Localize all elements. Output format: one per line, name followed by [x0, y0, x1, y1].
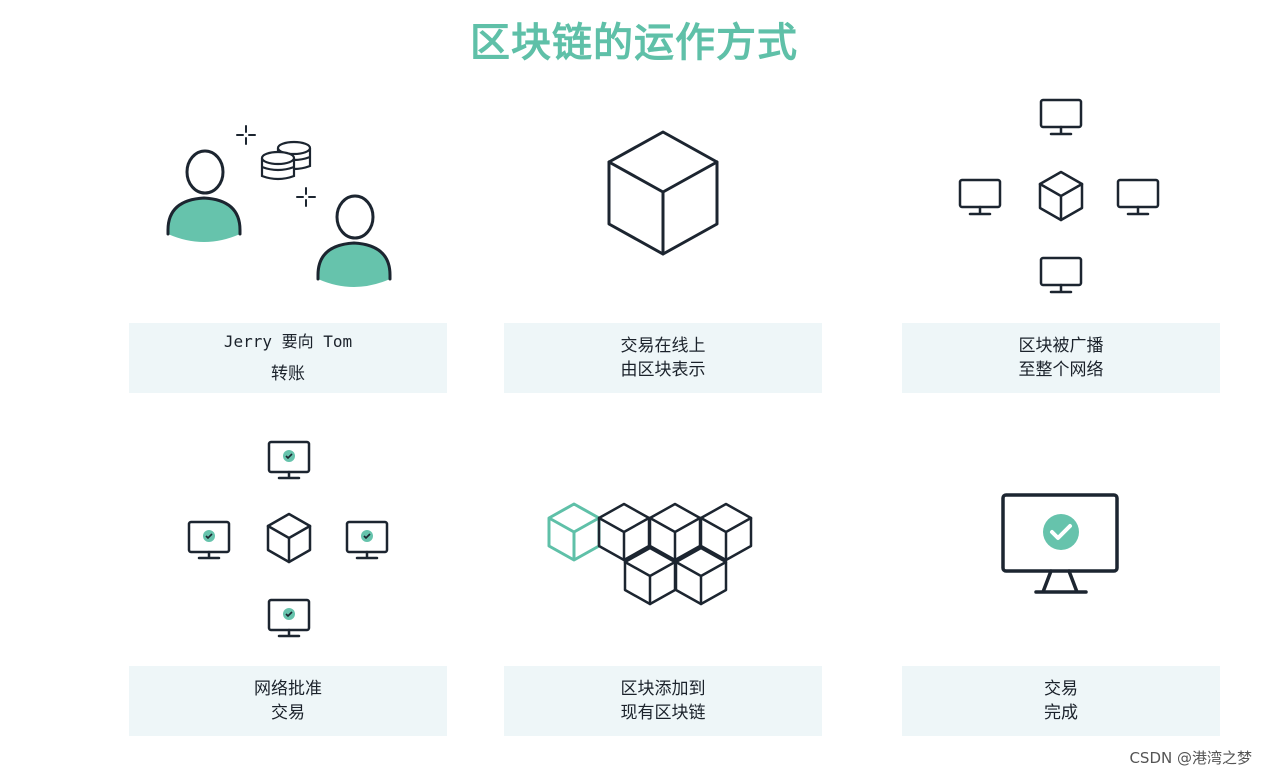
chain-blocks-icon — [547, 502, 753, 606]
block-cube-icon — [607, 130, 719, 256]
step-caption-line2: 现有区块链 — [620, 703, 706, 723]
step-caption-line1: 区块添加到 — [620, 679, 706, 699]
step-caption-line1: Jerry 要向 Tom — [223, 332, 353, 351]
step-caption-complete: 交易 完成 — [902, 666, 1220, 736]
broadcast-network-icon — [958, 98, 1160, 294]
step-caption-approve: 网络批准 交易 — [129, 666, 447, 736]
network-approve-icon — [187, 440, 389, 638]
step-caption-line2: 由区块表示 — [620, 360, 706, 380]
page-title: 区块链的运作方式 — [470, 20, 798, 66]
monitor-check-icon — [1001, 493, 1119, 594]
step-caption-transfer: Jerry 要向 Tom 转账 — [129, 323, 447, 393]
step-caption-line1: 交易在线上 — [620, 336, 706, 356]
watermark: CSDN @港湾之梦 — [1129, 749, 1252, 767]
step-caption-chain: 区块添加到 现有区块链 — [504, 666, 822, 736]
step-caption-line1: 交易 — [1044, 679, 1078, 699]
step-caption-line2: 至整个网络 — [1018, 360, 1104, 380]
step-caption-line2: 完成 — [1044, 703, 1078, 723]
step-caption-line1: 区块被广播 — [1018, 336, 1104, 356]
users-coins-icon — [166, 125, 392, 287]
step-caption-line2: 转账 — [271, 364, 305, 384]
step-caption-line1: 网络批准 — [254, 679, 322, 699]
step-caption-line2: 交易 — [271, 703, 305, 723]
step-caption-block: 交易在线上 由区块表示 — [504, 323, 822, 393]
step-caption-broadcast: 区块被广播 至整个网络 — [902, 323, 1220, 393]
